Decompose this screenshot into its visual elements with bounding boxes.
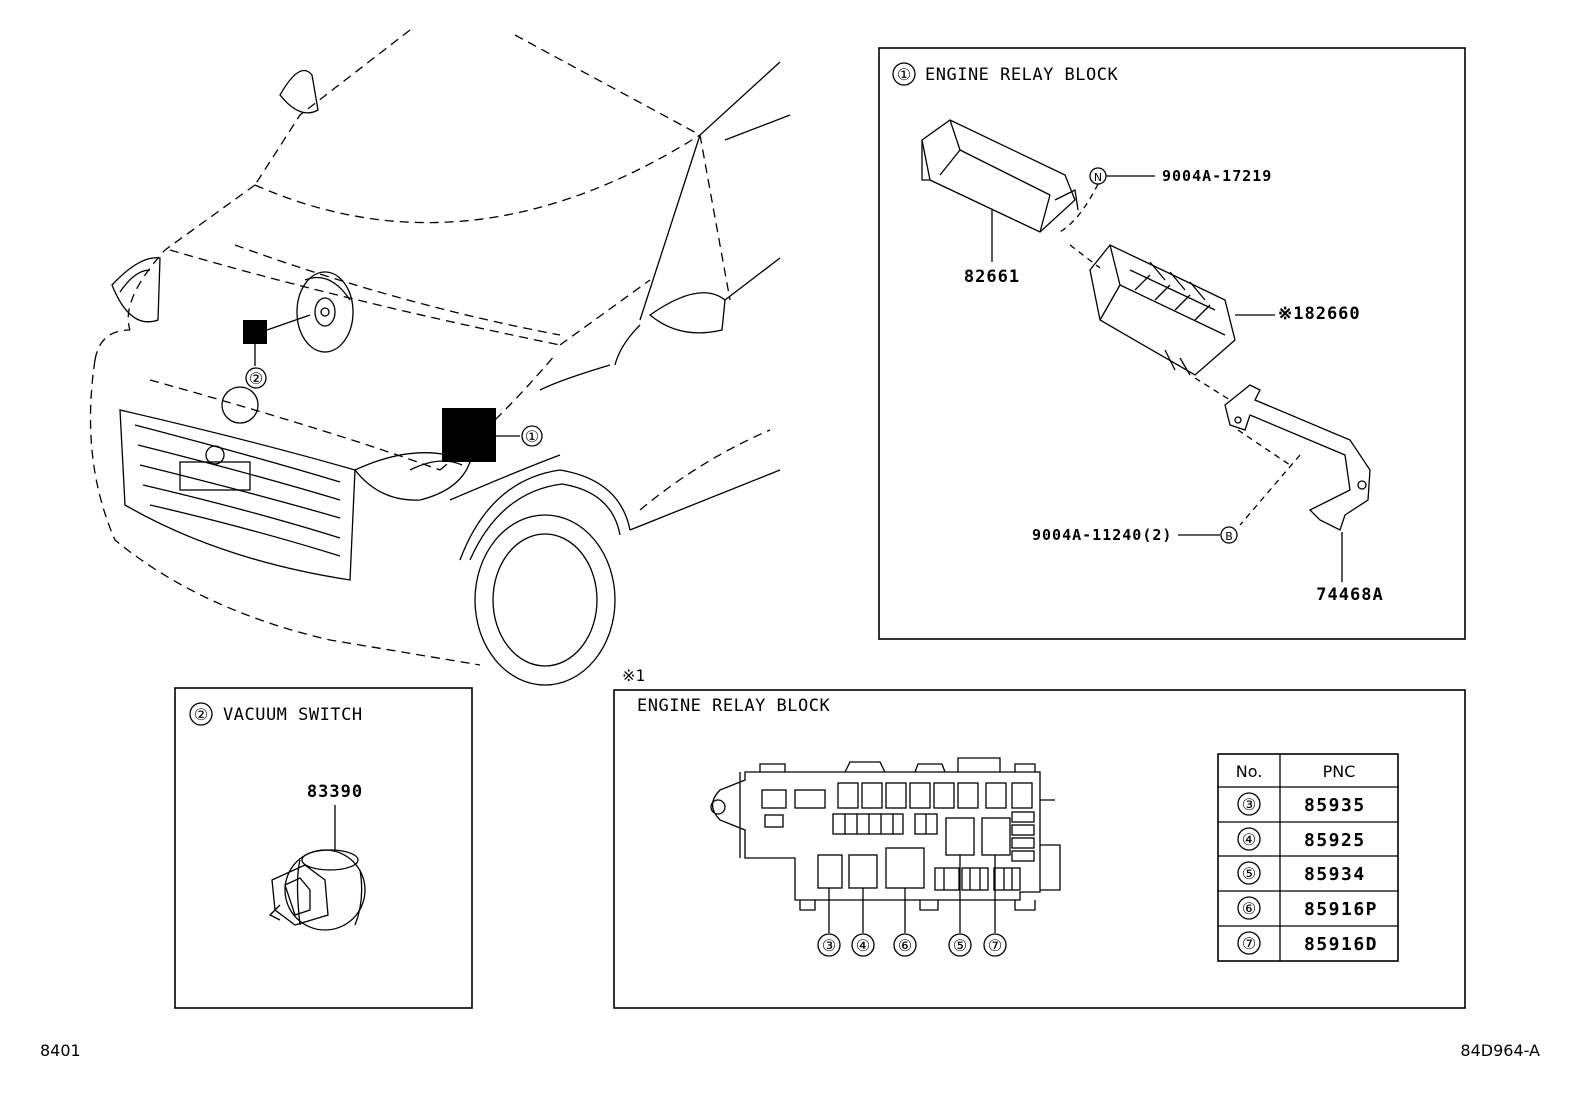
svg-text:B: B (1225, 530, 1233, 543)
svg-text:⑦: ⑦ (1242, 934, 1256, 953)
pnc-table: No. PNC ③ 85935 ④ 85925 ⑤ 85934 ⑥ 85916P… (1217, 753, 1399, 962)
relay-block-drawing (1089, 244, 1236, 376)
vacuum-switch-location-marker (243, 320, 267, 344)
svg-text:ENGINE RELAY BLOCK: ENGINE RELAY BLOCK (925, 65, 1118, 85)
part-9004A-17219-label: 9004A-17219 (1162, 167, 1272, 185)
svg-text:85916P: 85916P (1304, 899, 1378, 920)
part-9004A-11240-label: 9004A-11240(2) (1032, 526, 1172, 544)
relay-block-layout-drawing (710, 757, 1061, 933)
svg-text:①: ① (525, 427, 539, 446)
svg-text:⑥: ⑥ (1242, 899, 1256, 918)
layout-callout-5: ⑤ (948, 933, 972, 957)
pnc-table-header-no: No. (1236, 762, 1263, 781)
relay-detail-panel (613, 689, 1466, 1009)
svg-text:②: ② (194, 705, 208, 724)
svg-text:⑤: ⑤ (1242, 864, 1256, 883)
svg-text:①: ① (897, 65, 911, 84)
pnc-table-header-pnc: PNC (1323, 762, 1356, 781)
vacuum-switch-drawing (268, 849, 366, 931)
relay-detail-panel-title: ENGINE RELAY BLOCK (637, 696, 830, 716)
svg-text:⑤: ⑤ (953, 936, 967, 955)
vacuum-switch-panel-title: ② VACUUM SWITCH (189, 702, 363, 726)
svg-text:85916D: 85916D (1304, 934, 1378, 955)
footer-right-code: 84D964-A (1460, 1041, 1540, 1060)
overview-callout-1: ① (521, 425, 543, 447)
svg-text:③: ③ (1242, 795, 1256, 814)
vacuum-switch-panel (174, 687, 473, 1009)
svg-text:85925: 85925 (1304, 830, 1366, 851)
pnc-table-row: ⑦ 85916D (1237, 931, 1378, 955)
svg-text:④: ④ (856, 936, 870, 955)
svg-text:⑥: ⑥ (898, 936, 912, 955)
svg-text:N: N (1094, 171, 1102, 184)
part-83390-label: 83390 (307, 782, 363, 802)
part-74468A-label: 74468A (1316, 585, 1383, 605)
part-82660-label: ※182660 (1278, 304, 1361, 324)
layout-callout-4: ④ (851, 933, 875, 957)
svg-text:⑦: ⑦ (988, 936, 1002, 955)
overview-callout-2: ② (245, 367, 267, 389)
engine-relay-panel (878, 47, 1466, 640)
callout-n: N (1089, 167, 1107, 185)
engine-relay-panel-title: ① ENGINE RELAY BLOCK (892, 62, 1118, 86)
pnc-table-row: ③ 85935 (1237, 792, 1366, 816)
footer-left-code: 8401 (40, 1041, 81, 1060)
svg-text:85934: 85934 (1304, 864, 1366, 885)
bracket-drawing (1224, 384, 1371, 531)
engine-relay-location-marker (442, 408, 496, 462)
layout-callout-3: ③ (817, 933, 841, 957)
pnc-table-row: ⑥ 85916P (1237, 896, 1378, 920)
layout-callout-6: ⑥ (893, 933, 917, 957)
layout-callout-7: ⑦ (983, 933, 1007, 957)
svg-text:④: ④ (1242, 830, 1256, 849)
svg-text:85935: 85935 (1304, 795, 1366, 816)
footnote-mark: ※1 (622, 666, 645, 685)
vehicle-illustration (89, 29, 791, 686)
svg-text:②: ② (249, 369, 263, 388)
pnc-table-row: ⑤ 85934 (1237, 861, 1366, 885)
svg-text:③: ③ (822, 936, 836, 955)
callout-b: B (1220, 526, 1238, 544)
pnc-table-row: ④ 85925 (1237, 827, 1366, 851)
svg-text:VACUUM SWITCH: VACUUM SWITCH (223, 705, 363, 725)
relay-cover-drawing (921, 119, 1079, 233)
part-82661-label: 82661 (964, 267, 1020, 287)
